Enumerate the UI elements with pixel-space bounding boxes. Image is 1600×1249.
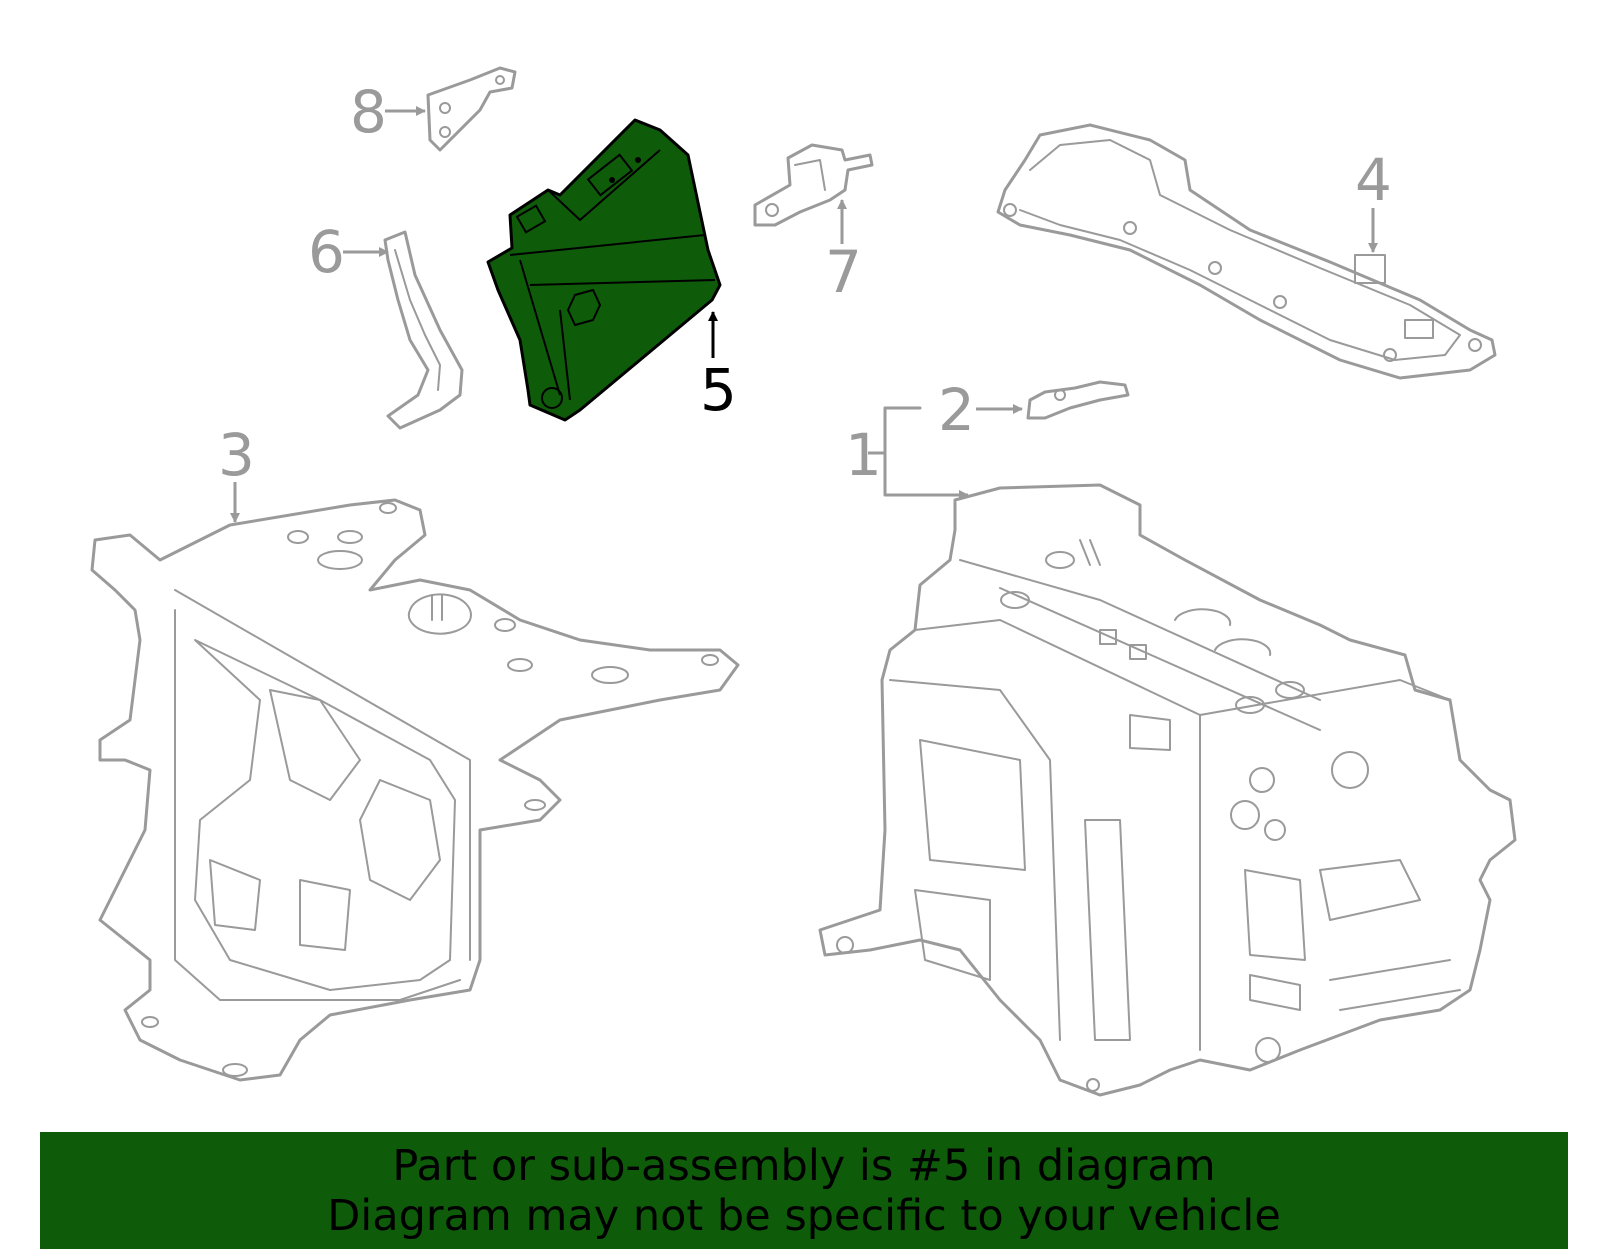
callout-6-label: 6 — [308, 218, 345, 286]
callout-8-label: 8 — [350, 78, 387, 146]
callout-1-label: 1 — [845, 421, 882, 489]
part-2-terminal[interactable] — [1026, 380, 1130, 420]
part-8-bracket[interactable] — [426, 66, 517, 152]
info-banner: Part or sub-assembly is #5 in diagram Di… — [40, 1132, 1568, 1249]
callout-2-label: 2 — [938, 376, 975, 444]
part-4-cover[interactable] — [996, 123, 1497, 380]
callout-7-label: 7 — [825, 238, 862, 306]
callout-4-label: 4 — [1355, 146, 1392, 214]
part-5-control-module[interactable] — [486, 118, 722, 422]
part-7-clip[interactable] — [753, 143, 874, 227]
callout-1-bracket — [883, 406, 922, 497]
part-6-bracket[interactable] — [383, 230, 464, 430]
banner-line-disclaimer: Diagram may not be specific to your vehi… — [327, 1190, 1281, 1241]
part-3-frame[interactable] — [90, 498, 740, 1082]
banner-line-part: Part or sub-assembly is #5 in diagram — [392, 1140, 1216, 1191]
callout-5-label: 5 — [700, 356, 737, 424]
callout-3-label: 3 — [218, 421, 255, 489]
part-1-inverter[interactable] — [818, 483, 1517, 1097]
